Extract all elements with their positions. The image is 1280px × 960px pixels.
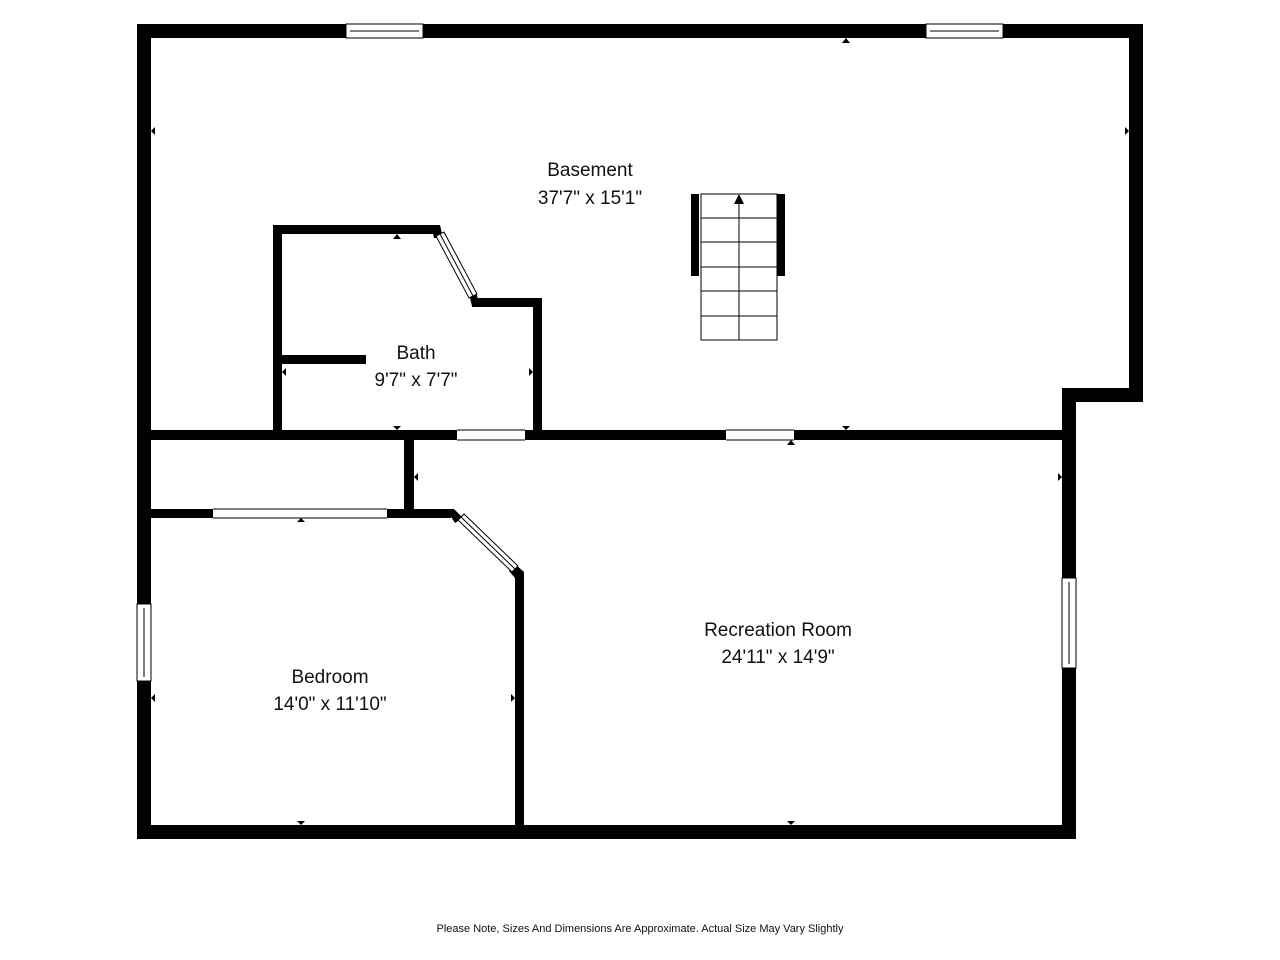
room-name: Basement [547,160,633,181]
tick [393,426,401,430]
windows [136,23,1077,682]
tick [151,694,155,702]
tick [297,518,305,522]
tick [1058,473,1062,481]
bath-wall-left [273,225,282,435]
staircase [691,193,785,341]
tick [282,368,286,376]
stair-rail-left [691,194,699,276]
interior-walls [137,225,1076,835]
tick [414,473,418,481]
bath-diagonal-line [439,233,474,297]
wall-right-upper [1129,24,1143,402]
tick [393,234,401,239]
wall-bottom [137,825,1076,839]
door-recreation [726,430,794,440]
diagonal-openings [435,231,519,573]
tick [511,694,515,702]
tick [842,38,850,43]
bedroom-diagonal-line [460,516,516,570]
room-name: Bath [396,343,435,364]
room-name: Recreation Room [704,620,852,641]
measurement-ticks [151,38,1129,825]
room-dimensions: 9'7" x 7'7" [374,370,457,391]
hall-wall-vertical [404,435,414,517]
disclaimer-note: Please Note, Sizes And Dimensions Are Ap… [437,923,844,935]
stair-direction-arrow [734,194,744,204]
bedroom-wall-right [515,572,524,835]
wall-notch-horizontal [1062,388,1143,402]
stair-rail-right [777,194,785,276]
wall-basement-divider [137,430,1076,440]
room-dimensions: 14'0" x 11'10" [273,694,386,715]
room-label-basement: Basement 37'7" x 15'1" [538,160,642,209]
tick [151,127,155,135]
tick [529,368,533,376]
door-bath [457,430,525,440]
tick [842,426,850,430]
bath-wall-right-top [472,298,542,307]
room-label-bedroom: Bedroom 14'0" x 11'10" [273,667,386,715]
room-label-recreation: Recreation Room 24'11" x 14'9" [704,620,852,668]
door-bedroom [213,509,387,518]
door-openings [213,429,794,519]
bedroom-wall-top-left [137,509,213,518]
tick [1125,127,1129,135]
tick [787,440,795,445]
room-dimensions: 24'11" x 14'9" [721,647,834,668]
bath-wall-top [273,225,435,234]
room-dimensions: 37'7" x 15'1" [538,188,642,209]
tick [297,821,305,825]
room-label-bath: Bath 9'7" x 7'7" [374,343,457,391]
tick [787,821,795,825]
bath-wall-stub [282,355,366,364]
bath-wall-right [533,298,542,438]
room-name: Bedroom [291,667,368,688]
bedroom-wall-top-right [387,509,451,518]
